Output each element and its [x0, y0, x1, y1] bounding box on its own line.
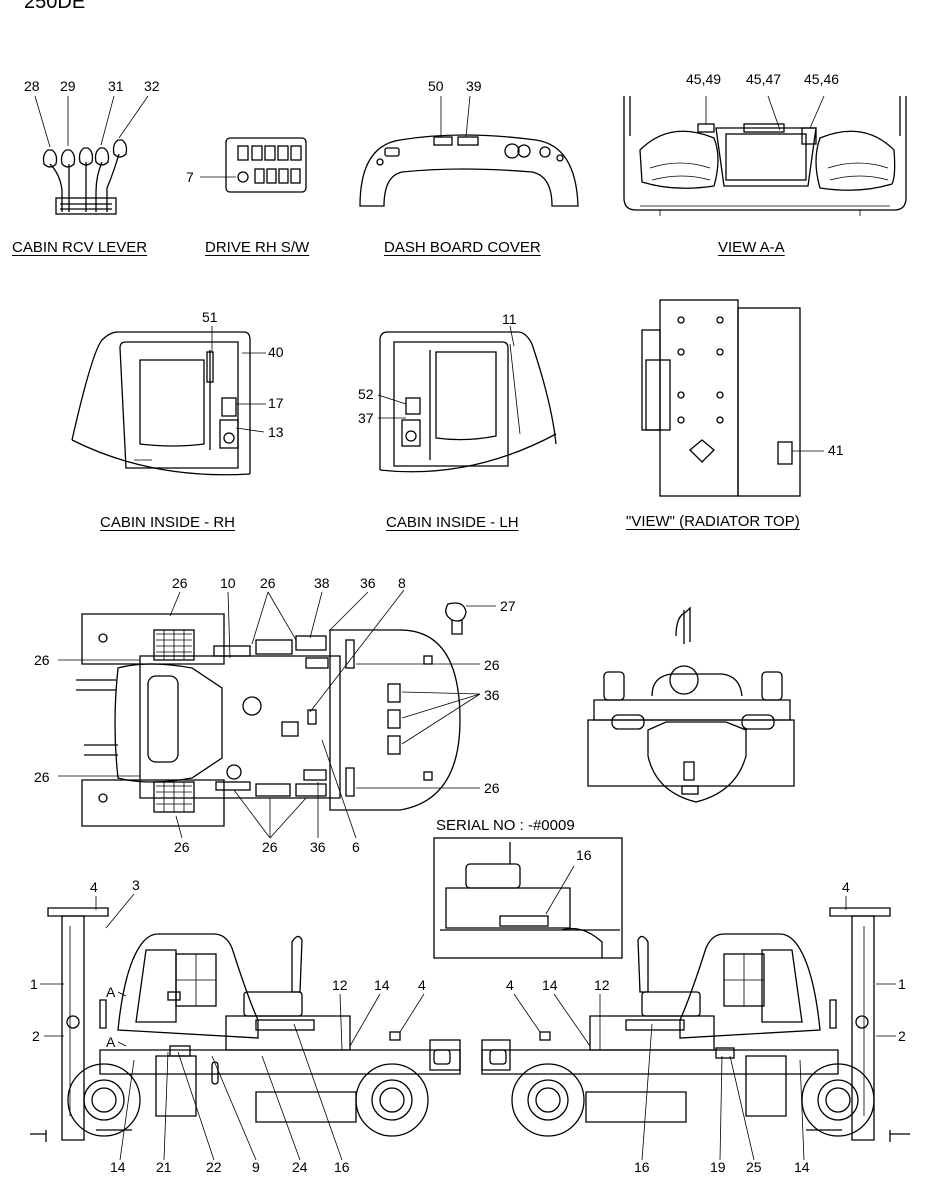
- view-aa-drawing: [623, 95, 907, 216]
- right-side-view-drawing: [481, 896, 910, 1161]
- callout-32: 32: [144, 78, 160, 94]
- right-callout-4-top: 4: [842, 879, 850, 895]
- plan-callout-8: 8: [398, 575, 406, 591]
- rear-view-drawing: [587, 606, 795, 803]
- right-callout-1: 1: [898, 976, 906, 992]
- left-callout-12: 12: [332, 977, 348, 993]
- callout-7: 7: [186, 169, 194, 185]
- callout-52: 52: [358, 386, 374, 402]
- cabin-rcv-lever-drawing: [34, 95, 149, 215]
- right-callout-2: 2: [898, 1028, 906, 1044]
- callout-17: 17: [268, 395, 284, 411]
- callout-45-46: 45,46: [804, 71, 840, 87]
- drive-rh-switch-drawing: [200, 137, 307, 193]
- callout-40: 40: [268, 344, 284, 360]
- plan-callout-26-bottom-mid: 26: [262, 839, 278, 855]
- callout-45-49: 45,49: [686, 71, 722, 87]
- caption-cabin-inside-lh: CABIN INSIDE - LH: [386, 514, 519, 531]
- caption-view-radiator-top: "VIEW" (RADIATOR TOP): [626, 513, 800, 530]
- plan-callout-36-bottom: 36: [310, 839, 326, 855]
- left-callout-21: 21: [156, 1159, 172, 1175]
- plan-callout-26-top-mid: 26: [260, 575, 276, 591]
- plan-callout-26-right-upper: 26: [484, 657, 500, 673]
- callout-28: 28: [24, 78, 40, 94]
- radiator-top-view-drawing: [641, 299, 824, 497]
- plan-callout-26-left-lower: 26: [34, 769, 50, 785]
- serial-callout-16: 16: [576, 847, 592, 863]
- dash-board-cover-drawing: [359, 95, 579, 207]
- right-callout-4-rear: 4: [506, 977, 514, 993]
- top-plan-view-drawing: [58, 589, 496, 839]
- left-callout-4-rear: 4: [418, 977, 426, 993]
- plan-callout-36-right: 36: [484, 687, 500, 703]
- cabin-inside-lh-drawing: [377, 325, 557, 473]
- cabin-inside-rh-drawing: [71, 326, 266, 476]
- callout-31: 31: [108, 78, 124, 94]
- right-callout-14-bottom: 14: [794, 1159, 810, 1175]
- right-callout-25: 25: [746, 1159, 762, 1175]
- plan-callout-27: 27: [500, 598, 516, 614]
- left-callout-a-upper: A: [106, 984, 116, 1000]
- plan-callout-38: 38: [314, 575, 330, 591]
- caption-cabin-inside-rh: CABIN INSIDE - RH: [100, 514, 236, 531]
- callout-45-47: 45,47: [746, 71, 782, 87]
- caption-view-aa: VIEW A-A: [718, 239, 785, 256]
- left-callout-2: 2: [32, 1028, 40, 1044]
- caption-cabin-rcv-lever: CABIN RCV LEVER: [12, 239, 148, 256]
- left-side-view-drawing: [30, 893, 461, 1161]
- plan-callout-26-bottom-left: 26: [174, 839, 190, 855]
- left-callout-16: 16: [334, 1159, 350, 1175]
- plan-callout-36-top: 36: [360, 575, 376, 591]
- plan-callout-10: 10: [220, 575, 236, 591]
- plan-callout-26-right-lower: 26: [484, 780, 500, 796]
- plan-callout-26-left-upper: 26: [34, 652, 50, 668]
- left-callout-a-lower: A: [106, 1034, 116, 1050]
- callout-37: 37: [358, 410, 374, 426]
- left-callout-3: 3: [132, 877, 140, 893]
- right-callout-16: 16: [634, 1159, 650, 1175]
- right-callout-12: 12: [594, 977, 610, 993]
- left-callout-24: 24: [292, 1159, 308, 1175]
- callout-29: 29: [60, 78, 76, 94]
- right-callout-14-top: 14: [542, 977, 558, 993]
- callout-51: 51: [202, 309, 218, 325]
- left-callout-1: 1: [30, 976, 38, 992]
- left-callout-14-bottom: 14: [110, 1159, 126, 1175]
- callout-50: 50: [428, 78, 444, 94]
- page-title: 250DE: [24, 0, 86, 13]
- left-callout-14-top: 14: [374, 977, 390, 993]
- right-callout-19: 19: [710, 1159, 726, 1175]
- left-callout-22: 22: [206, 1159, 222, 1175]
- callout-39: 39: [466, 78, 482, 94]
- plan-callout-6: 6: [352, 839, 360, 855]
- plan-callout-26-top-left: 26: [172, 575, 188, 591]
- caption-dash-board-cover: DASH BOARD COVER: [384, 239, 541, 256]
- caption-serial-no: SERIAL NO : -#0009: [436, 817, 575, 834]
- serial-inset-drawing: [433, 837, 623, 959]
- left-callout-4-top: 4: [90, 879, 98, 895]
- left-callout-9: 9: [252, 1159, 260, 1175]
- caption-drive-rh-sw: DRIVE RH S/W: [205, 239, 310, 256]
- callout-11: 11: [502, 311, 517, 327]
- callout-13: 13: [268, 424, 284, 440]
- callout-41: 41: [828, 442, 844, 458]
